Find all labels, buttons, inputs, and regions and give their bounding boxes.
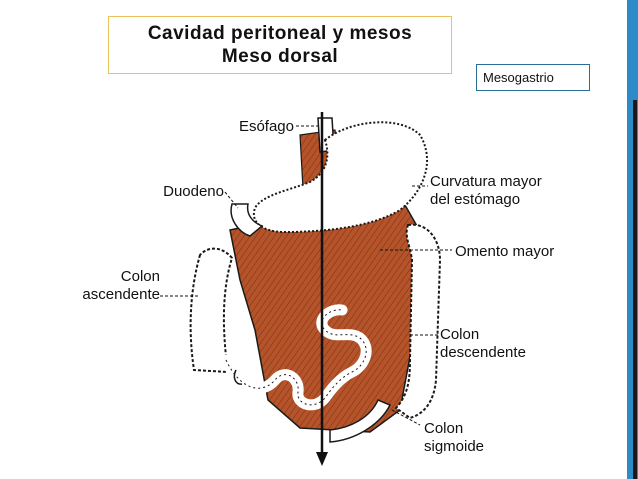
label-colon-sigmoide-2: sigmoide	[424, 438, 485, 455]
appendix	[233, 369, 243, 385]
slide-title: Cavidad peritoneal y mesos Meso dorsal	[108, 16, 452, 74]
mesogastrio-label: Mesogastrio	[476, 64, 590, 91]
label-curvatura-2: del estómago	[430, 191, 521, 208]
label-colon-ascendente-1: Colon	[120, 268, 160, 285]
label-omento-mayor: Omento mayor	[455, 243, 555, 260]
sigmoid-colon	[329, 399, 392, 443]
label-curvatura-1: Curvatura mayor	[430, 173, 542, 190]
title-line-2: Meso dorsal	[221, 46, 339, 67]
small-intestine	[220, 304, 372, 411]
stomach	[252, 121, 429, 234]
label-duodeno: Duodeno	[163, 183, 224, 200]
label-colon-descendente-1: Colon	[440, 326, 480, 343]
label-colon-descendente-2: descendente	[440, 344, 526, 361]
title-line-1: Cavidad peritoneal y mesos	[147, 23, 413, 44]
duodenum	[230, 203, 264, 237]
midline-arrow-head	[316, 452, 328, 466]
slide-edge-bar	[627, 0, 638, 479]
label-colon-ascendente-2: ascendente	[82, 286, 160, 303]
descending-colon	[394, 223, 442, 420]
label-colon-sigmoide-1: Colon	[424, 420, 464, 437]
ascending-colon	[189, 247, 234, 374]
label-esofago: Esófago	[238, 118, 294, 135]
